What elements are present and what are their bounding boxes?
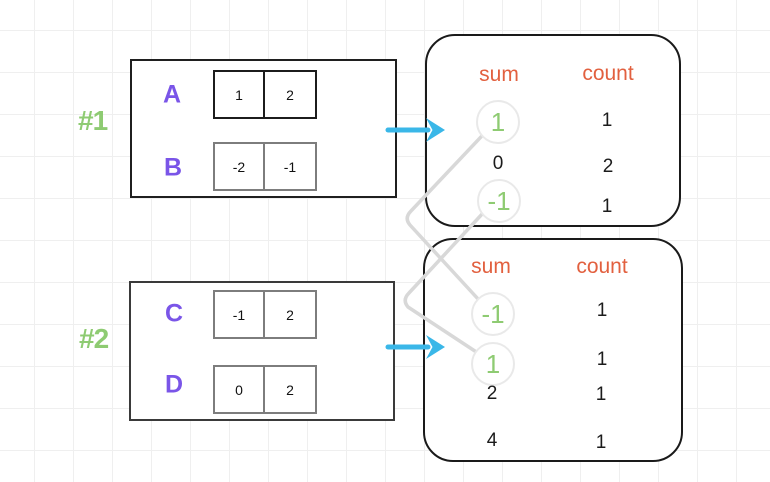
sum-column-header: sum	[471, 255, 511, 278]
array-label-c: C	[164, 299, 184, 328]
array-cell: 2	[286, 86, 294, 103]
sum-count-table-2: sum count -1 1 1 1 2 1 4 1	[423, 238, 683, 462]
array-cell: -1	[283, 158, 297, 175]
count-value: 1	[601, 196, 613, 217]
sum-value: 2	[486, 383, 498, 404]
sum-value: -1	[477, 179, 521, 223]
sum-value: 4	[486, 430, 498, 451]
array-cell: -1	[215, 292, 265, 337]
array-cell: 0	[215, 367, 265, 412]
count-value: 1	[595, 432, 607, 453]
array-cell: 2	[286, 381, 294, 398]
array-label-a: A	[162, 80, 182, 109]
sum-value: -1	[471, 292, 515, 336]
array-d-cells: 0 2	[213, 365, 317, 414]
count-value: 1	[596, 300, 608, 321]
count-value: 2	[602, 156, 614, 177]
count-value: 1	[595, 384, 607, 405]
array-label-b: B	[163, 153, 183, 182]
sum-value: 1	[471, 342, 515, 386]
sum-column-header: sum	[479, 63, 519, 86]
count-column-header: count	[582, 62, 634, 85]
sum-count-table-1: sum count 1 1 0 2 -1 1	[425, 34, 681, 227]
sum-value: 1	[476, 100, 520, 144]
example-2-box: C -1 2 D 0 2	[129, 281, 395, 421]
example-1-box: A 1 2 B -2 -1	[130, 59, 397, 198]
array-cell: -2	[215, 144, 265, 189]
count-value: 1	[596, 349, 608, 370]
count-value: 1	[601, 110, 613, 131]
array-a-cells: 1 2	[213, 70, 317, 119]
array-b-cells: -2 -1	[213, 142, 317, 191]
example-1-label: #1	[78, 105, 108, 136]
count-column-header: count	[576, 255, 628, 278]
array-label-d: D	[164, 370, 184, 399]
array-cell: 1	[215, 72, 265, 117]
array-cell: 2	[286, 306, 294, 323]
sum-value: 0	[492, 153, 504, 174]
example-2-label: #2	[79, 323, 109, 354]
array-c-cells: -1 2	[213, 290, 317, 339]
